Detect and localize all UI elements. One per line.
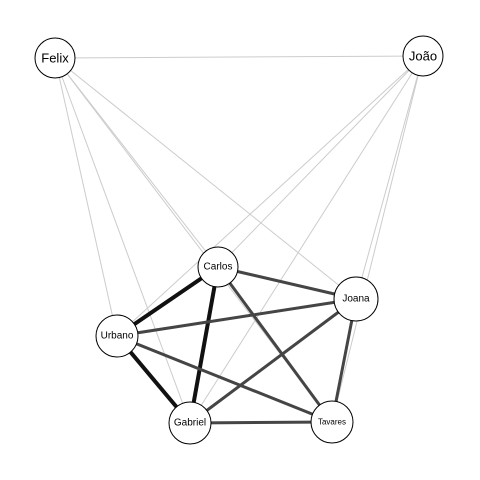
node-felix[interactable]: Felix [34,37,76,79]
node-urbano[interactable]: Urbano [95,314,139,358]
node-layer: Felix João Carlos Joana Urbano Gabriel T… [34,35,444,445]
edge-urbano-tavares [116,334,333,424]
node-joana-label: Joana [342,294,370,305]
node-urbano-circle [95,314,139,358]
edge-urbano-joana [116,297,357,338]
node-carlos[interactable]: Carlos [197,246,239,288]
edge-carlos-tavares [216,266,334,423]
edge-carlos-gabriel [188,266,220,424]
node-carlos-circle [197,246,239,288]
node-joana[interactable]: Joana [333,276,379,322]
node-carlos-label: Carlos [204,262,233,273]
node-felix-label: Felix [41,51,69,66]
node-gabriel-circle [168,401,212,445]
node-felix-circle [34,37,76,79]
edge-joao-urbano [116,55,424,337]
edge-joao-joana [355,55,424,300]
edge-gabriel-tavares [189,420,333,425]
node-joao-circle [402,35,444,77]
edge-joao-tavares [331,55,424,423]
node-tavares-label: Tavares [318,418,346,427]
edge-felix-urbano [54,57,118,337]
node-tavares-circle [310,400,354,444]
edge-joao-carlos [217,55,424,268]
edge-felix-carlos [54,57,219,268]
node-joana-circle [333,276,379,322]
node-tavares[interactable]: Tavares [310,400,354,444]
node-gabriel[interactable]: Gabriel [168,401,212,445]
edge-felix-joao [54,55,424,59]
node-gabriel-label: Gabriel [174,418,206,429]
edge-gabriel-joana [189,297,357,425]
node-joao-label: João [409,49,437,64]
node-joao[interactable]: João [402,35,444,77]
node-urbano-label: Urbano [101,331,134,342]
edge-carlos-joana [217,265,357,301]
edge-felix-gabriel [54,57,191,424]
edge-joao-gabriel [189,55,424,424]
edge-felix-joana [54,57,357,300]
edge-layer [54,55,424,425]
